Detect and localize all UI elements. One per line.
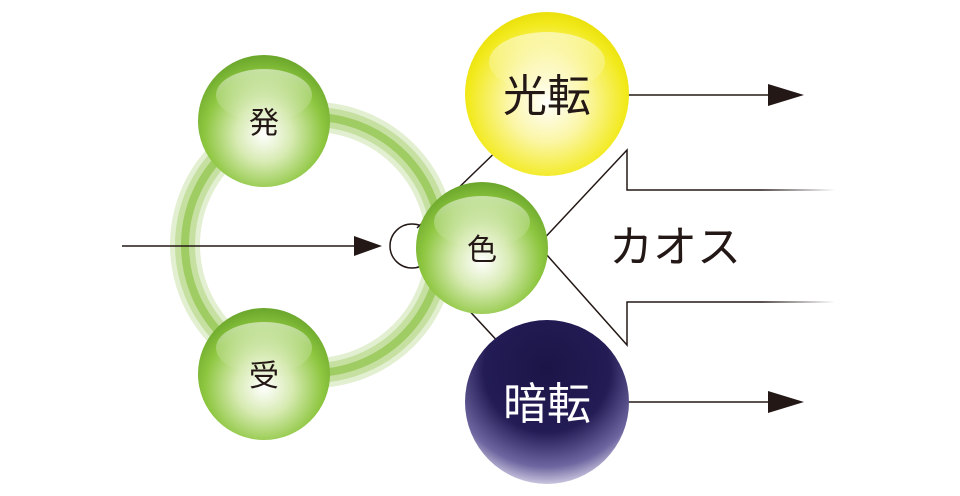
node-anten-label: 暗転: [503, 379, 591, 430]
output-arrow-kouten: [622, 84, 804, 106]
node-anten: 暗転: [465, 320, 629, 484]
output-arrow-anten: [622, 391, 804, 413]
node-shiki: 色: [416, 182, 548, 314]
chaos-label: カオス: [609, 222, 741, 273]
node-ju: 受: [198, 308, 330, 440]
node-kouten-label: 光転: [503, 71, 591, 122]
node-ju-label: 受: [249, 359, 279, 394]
node-hatsu: 発: [198, 55, 330, 187]
node-hatsu-label: 発: [249, 106, 279, 141]
input-arrow: [122, 236, 382, 256]
node-kouten: 光転: [465, 12, 629, 176]
node-shiki-label: 色: [467, 233, 497, 268]
